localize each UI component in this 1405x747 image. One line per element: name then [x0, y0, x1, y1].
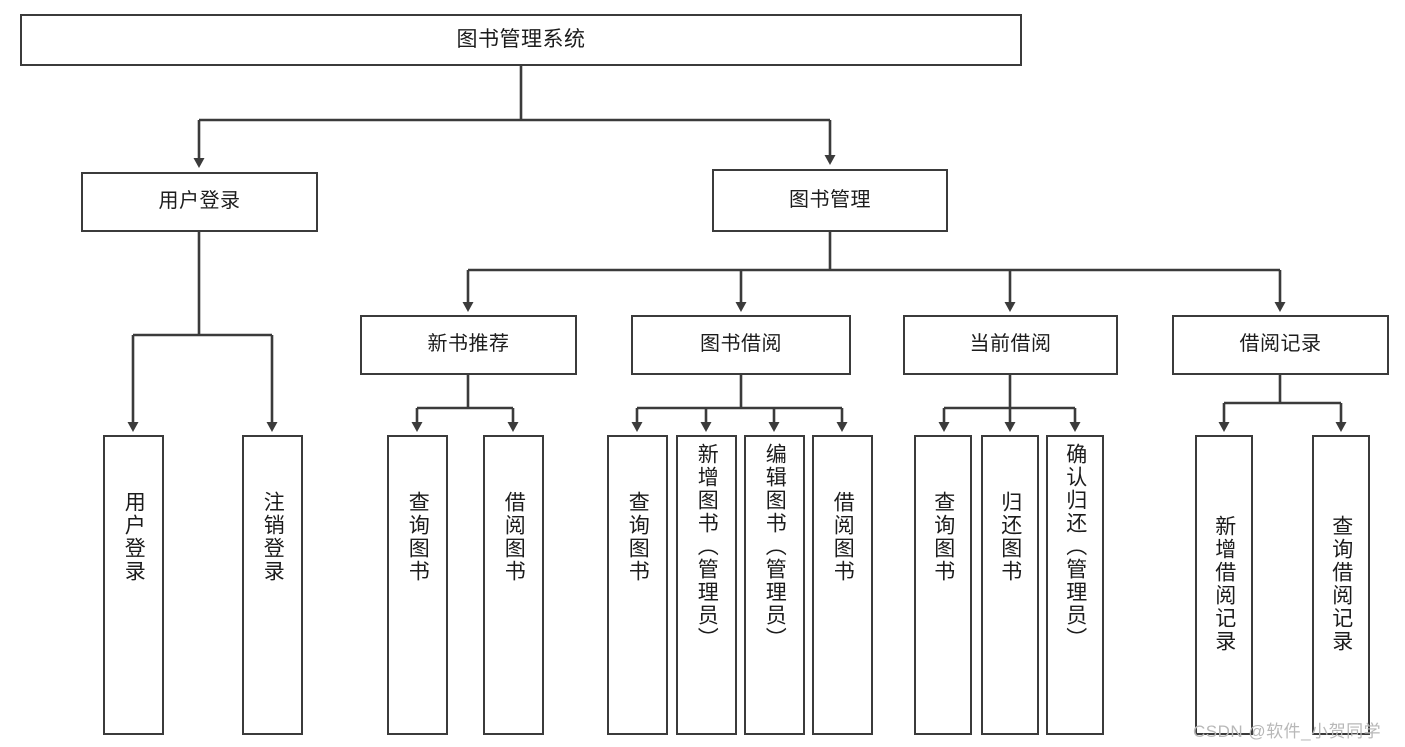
node-label: 借阅图书 — [831, 491, 855, 583]
leaf-user-logout[interactable]: 注销登录 — [242, 435, 303, 735]
leaf-newbook-borrow-book[interactable]: 借阅图书 — [483, 435, 544, 735]
leaf-bookborrow-add-book-admin[interactable]: 新增图书（管理员） — [676, 435, 737, 735]
node-label: 编辑图书（管理员） — [763, 443, 787, 650]
node-label: 归还图书 — [998, 491, 1022, 583]
node-label: 新书推荐 — [427, 333, 510, 356]
node-new-book-recommend[interactable]: 新书推荐 — [360, 315, 577, 375]
node-label: 注销登录 — [261, 491, 285, 583]
leaf-borrowrecord-add-record[interactable]: 新增借阅记录 — [1195, 435, 1253, 735]
node-label: 查询图书 — [626, 491, 650, 583]
node-borrow-record[interactable]: 借阅记录 — [1172, 315, 1389, 375]
node-label: 图书借阅 — [700, 333, 782, 356]
node-book-borrow[interactable]: 图书借阅 — [631, 315, 851, 375]
node-user-login[interactable]: 用户登录 — [81, 172, 318, 232]
node-root-book-management-system[interactable]: 图书管理系统 — [20, 14, 1022, 66]
node-current-borrow[interactable]: 当前借阅 — [903, 315, 1118, 375]
node-label: 用户登录 — [122, 491, 146, 583]
node-label: 查询图书 — [406, 491, 430, 583]
leaf-bookborrow-edit-book-admin[interactable]: 编辑图书（管理员） — [744, 435, 805, 735]
node-label: 图书管理 — [789, 188, 871, 211]
leaf-currentborrow-return-book[interactable]: 归还图书 — [981, 435, 1039, 735]
node-label: 借阅图书 — [502, 491, 526, 583]
leaf-borrowrecord-query-record[interactable]: 查询借阅记录 — [1312, 435, 1370, 735]
leaf-currentborrow-confirm-return-admin[interactable]: 确认归还（管理员） — [1046, 435, 1104, 735]
leaf-currentborrow-query-book[interactable]: 查询图书 — [914, 435, 972, 735]
node-label: 查询图书 — [931, 491, 955, 583]
node-label: 新增图书（管理员） — [695, 443, 719, 650]
leaf-bookborrow-borrow-book[interactable]: 借阅图书 — [812, 435, 873, 735]
node-label: 图书管理系统 — [456, 27, 586, 51]
node-label: 新增借阅记录 — [1212, 515, 1236, 653]
leaf-user-login[interactable]: 用户登录 — [103, 435, 164, 735]
node-label: 确认归还（管理员） — [1063, 443, 1087, 650]
leaf-newbook-query-book[interactable]: 查询图书 — [387, 435, 448, 735]
node-label: 用户登录 — [158, 190, 241, 213]
node-label: 借阅记录 — [1239, 333, 1322, 356]
node-label: 当前借阅 — [969, 333, 1052, 356]
leaf-bookborrow-query-book[interactable]: 查询图书 — [607, 435, 668, 735]
node-label: 查询借阅记录 — [1329, 515, 1353, 653]
node-book-management[interactable]: 图书管理 — [712, 169, 948, 232]
